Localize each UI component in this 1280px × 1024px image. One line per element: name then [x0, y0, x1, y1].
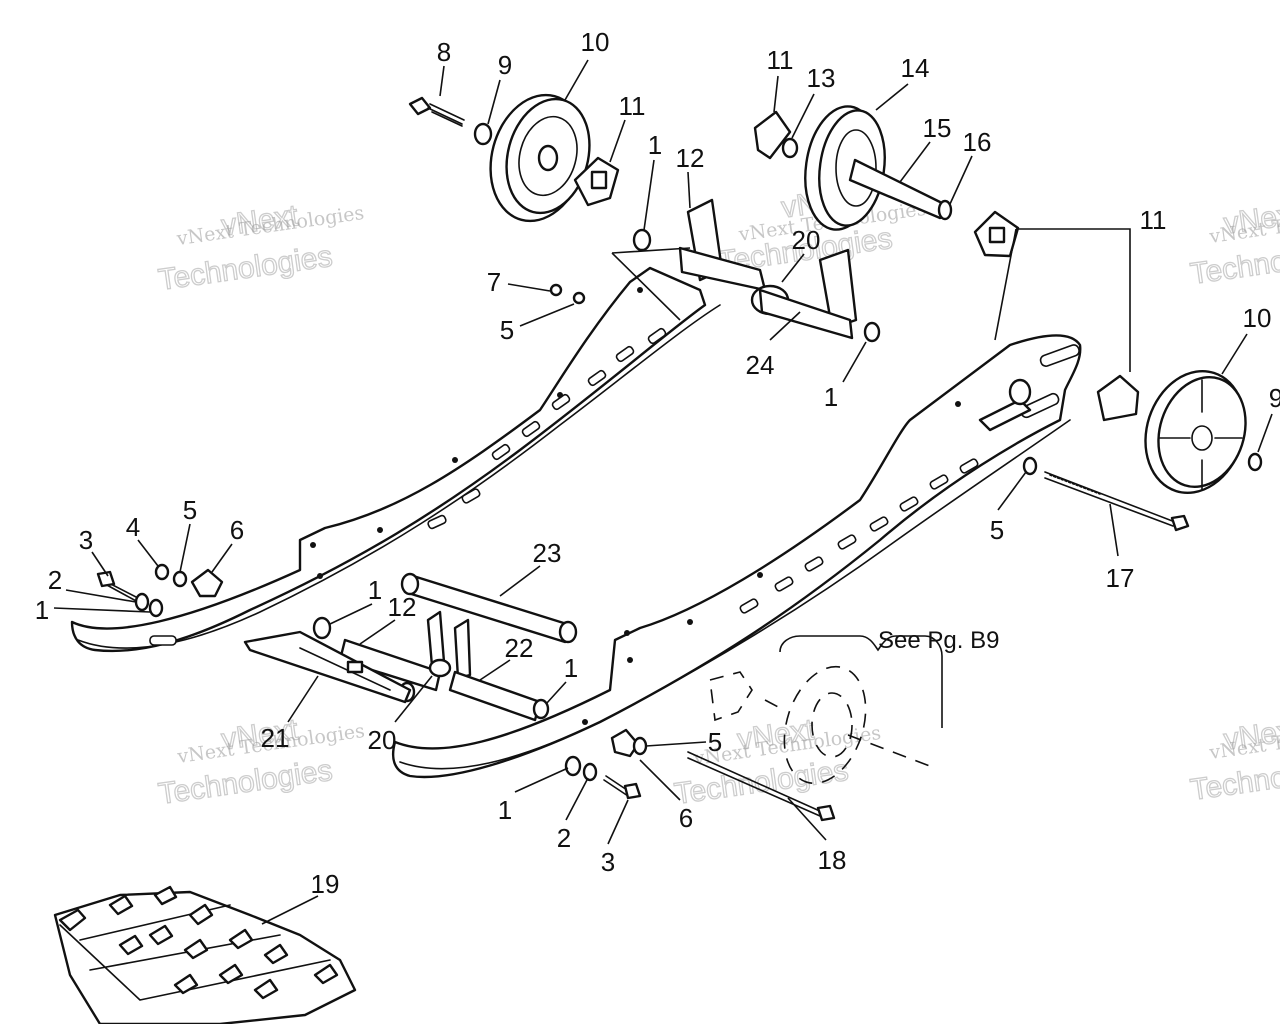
callout-number: 6 — [230, 515, 244, 545]
see-page-note: See Pg. B9 — [878, 627, 999, 654]
callout-number: 17 — [1106, 563, 1135, 593]
scissor-washer — [312, 616, 332, 640]
right-rear-wheel — [1144, 369, 1247, 495]
rear-washer — [473, 122, 493, 146]
lower-axle-bolt — [687, 751, 836, 822]
cross-shaft-23 — [400, 572, 578, 644]
callout-number: 21 — [261, 723, 290, 753]
callout-number: 2 — [557, 823, 571, 853]
callout-number: 5 — [500, 315, 514, 345]
bearing-callout-bracket — [994, 228, 1131, 372]
callout-number: 5 — [708, 727, 722, 757]
right-adjuster-bolt — [978, 378, 1032, 432]
callout-number: 5 — [990, 515, 1004, 545]
watermark: vNext vNext Technologies Technologies — [156, 713, 366, 812]
callout-number: 20 — [792, 225, 821, 255]
track-cleats — [58, 885, 339, 1000]
callout-number: 11 — [619, 91, 646, 121]
rear-bolt — [408, 96, 465, 127]
callout-number: 12 — [388, 592, 417, 622]
phantom-wheel-reference — [709, 635, 943, 785]
front-axle-shaft — [848, 158, 953, 221]
callout-number: 23 — [533, 538, 562, 568]
callout-number: 3 — [79, 525, 93, 555]
right-rail-slots — [739, 458, 979, 614]
front-hardware-left — [96, 563, 224, 618]
rail-washer — [1022, 456, 1038, 476]
small-nut-washer — [549, 283, 586, 305]
callout-number: 22 — [505, 633, 534, 663]
callout-number: 1 — [498, 795, 512, 825]
right-bearing-cap — [1096, 374, 1140, 422]
callout-number: 11 — [767, 45, 794, 75]
callout-number: 13 — [807, 63, 836, 93]
rear-idler-wheel — [489, 93, 591, 223]
rear-hardware-lower — [564, 728, 648, 800]
lower-torque-arm — [243, 630, 412, 704]
left-rail-slots — [427, 327, 667, 530]
right-wheel-washer — [1247, 452, 1263, 472]
right-slide-rail — [391, 334, 1082, 779]
watermark: vNext vNext Technologies Technologies — [156, 199, 366, 298]
callout-number: 9 — [498, 50, 512, 80]
callout-number: 7 — [487, 267, 501, 297]
callout-number: 10 — [1243, 303, 1272, 333]
front-bearing-block — [753, 110, 792, 160]
upper-torque-arm — [678, 198, 858, 340]
callout-number: 10 — [581, 27, 610, 57]
left-slide-rail — [70, 266, 721, 653]
shaft-washer — [532, 698, 550, 720]
callout-number: 1 — [368, 575, 382, 605]
callout-number: 9 — [1269, 383, 1280, 413]
callout-number: 14 — [901, 53, 930, 83]
callout-number: 3 — [601, 847, 615, 877]
rear-bearing-block — [573, 156, 620, 207]
callout-number: 15 — [923, 113, 952, 143]
see-page-bracket — [779, 635, 943, 728]
callout-number: 11 — [1140, 205, 1167, 235]
callout-number: 6 — [679, 803, 693, 833]
callout-number: 24 — [746, 350, 775, 380]
right-bearing-block — [973, 210, 1020, 258]
callout-number: 5 — [183, 495, 197, 525]
callout-number: 19 — [311, 869, 340, 899]
front-scissor-arm — [338, 610, 542, 722]
leader-lines — [53, 59, 1273, 925]
callout-number: 8 — [437, 37, 451, 67]
callout-number: 1 — [35, 595, 49, 625]
callout-number: 20 — [368, 725, 397, 755]
front-washer — [781, 137, 799, 159]
track-belt — [53, 885, 357, 1024]
center-washer-right — [863, 321, 881, 343]
center-washer — [632, 228, 652, 252]
watermark: vNext vNext Technologies Technologies — [1188, 713, 1280, 808]
callout-number: 16 — [963, 127, 992, 157]
callout-number: 2 — [48, 565, 62, 595]
callout-number: 1 — [648, 130, 662, 160]
callout-number: 18 — [818, 845, 847, 875]
rear-axle-bolt — [1044, 471, 1190, 532]
callout-number: 1 — [824, 382, 838, 412]
callout-number: 12 — [676, 143, 705, 173]
callout-number: 4 — [126, 512, 140, 542]
callout-number: 1 — [564, 653, 578, 683]
watermark: vNext vNext Technologies Technologies — [1188, 197, 1280, 292]
